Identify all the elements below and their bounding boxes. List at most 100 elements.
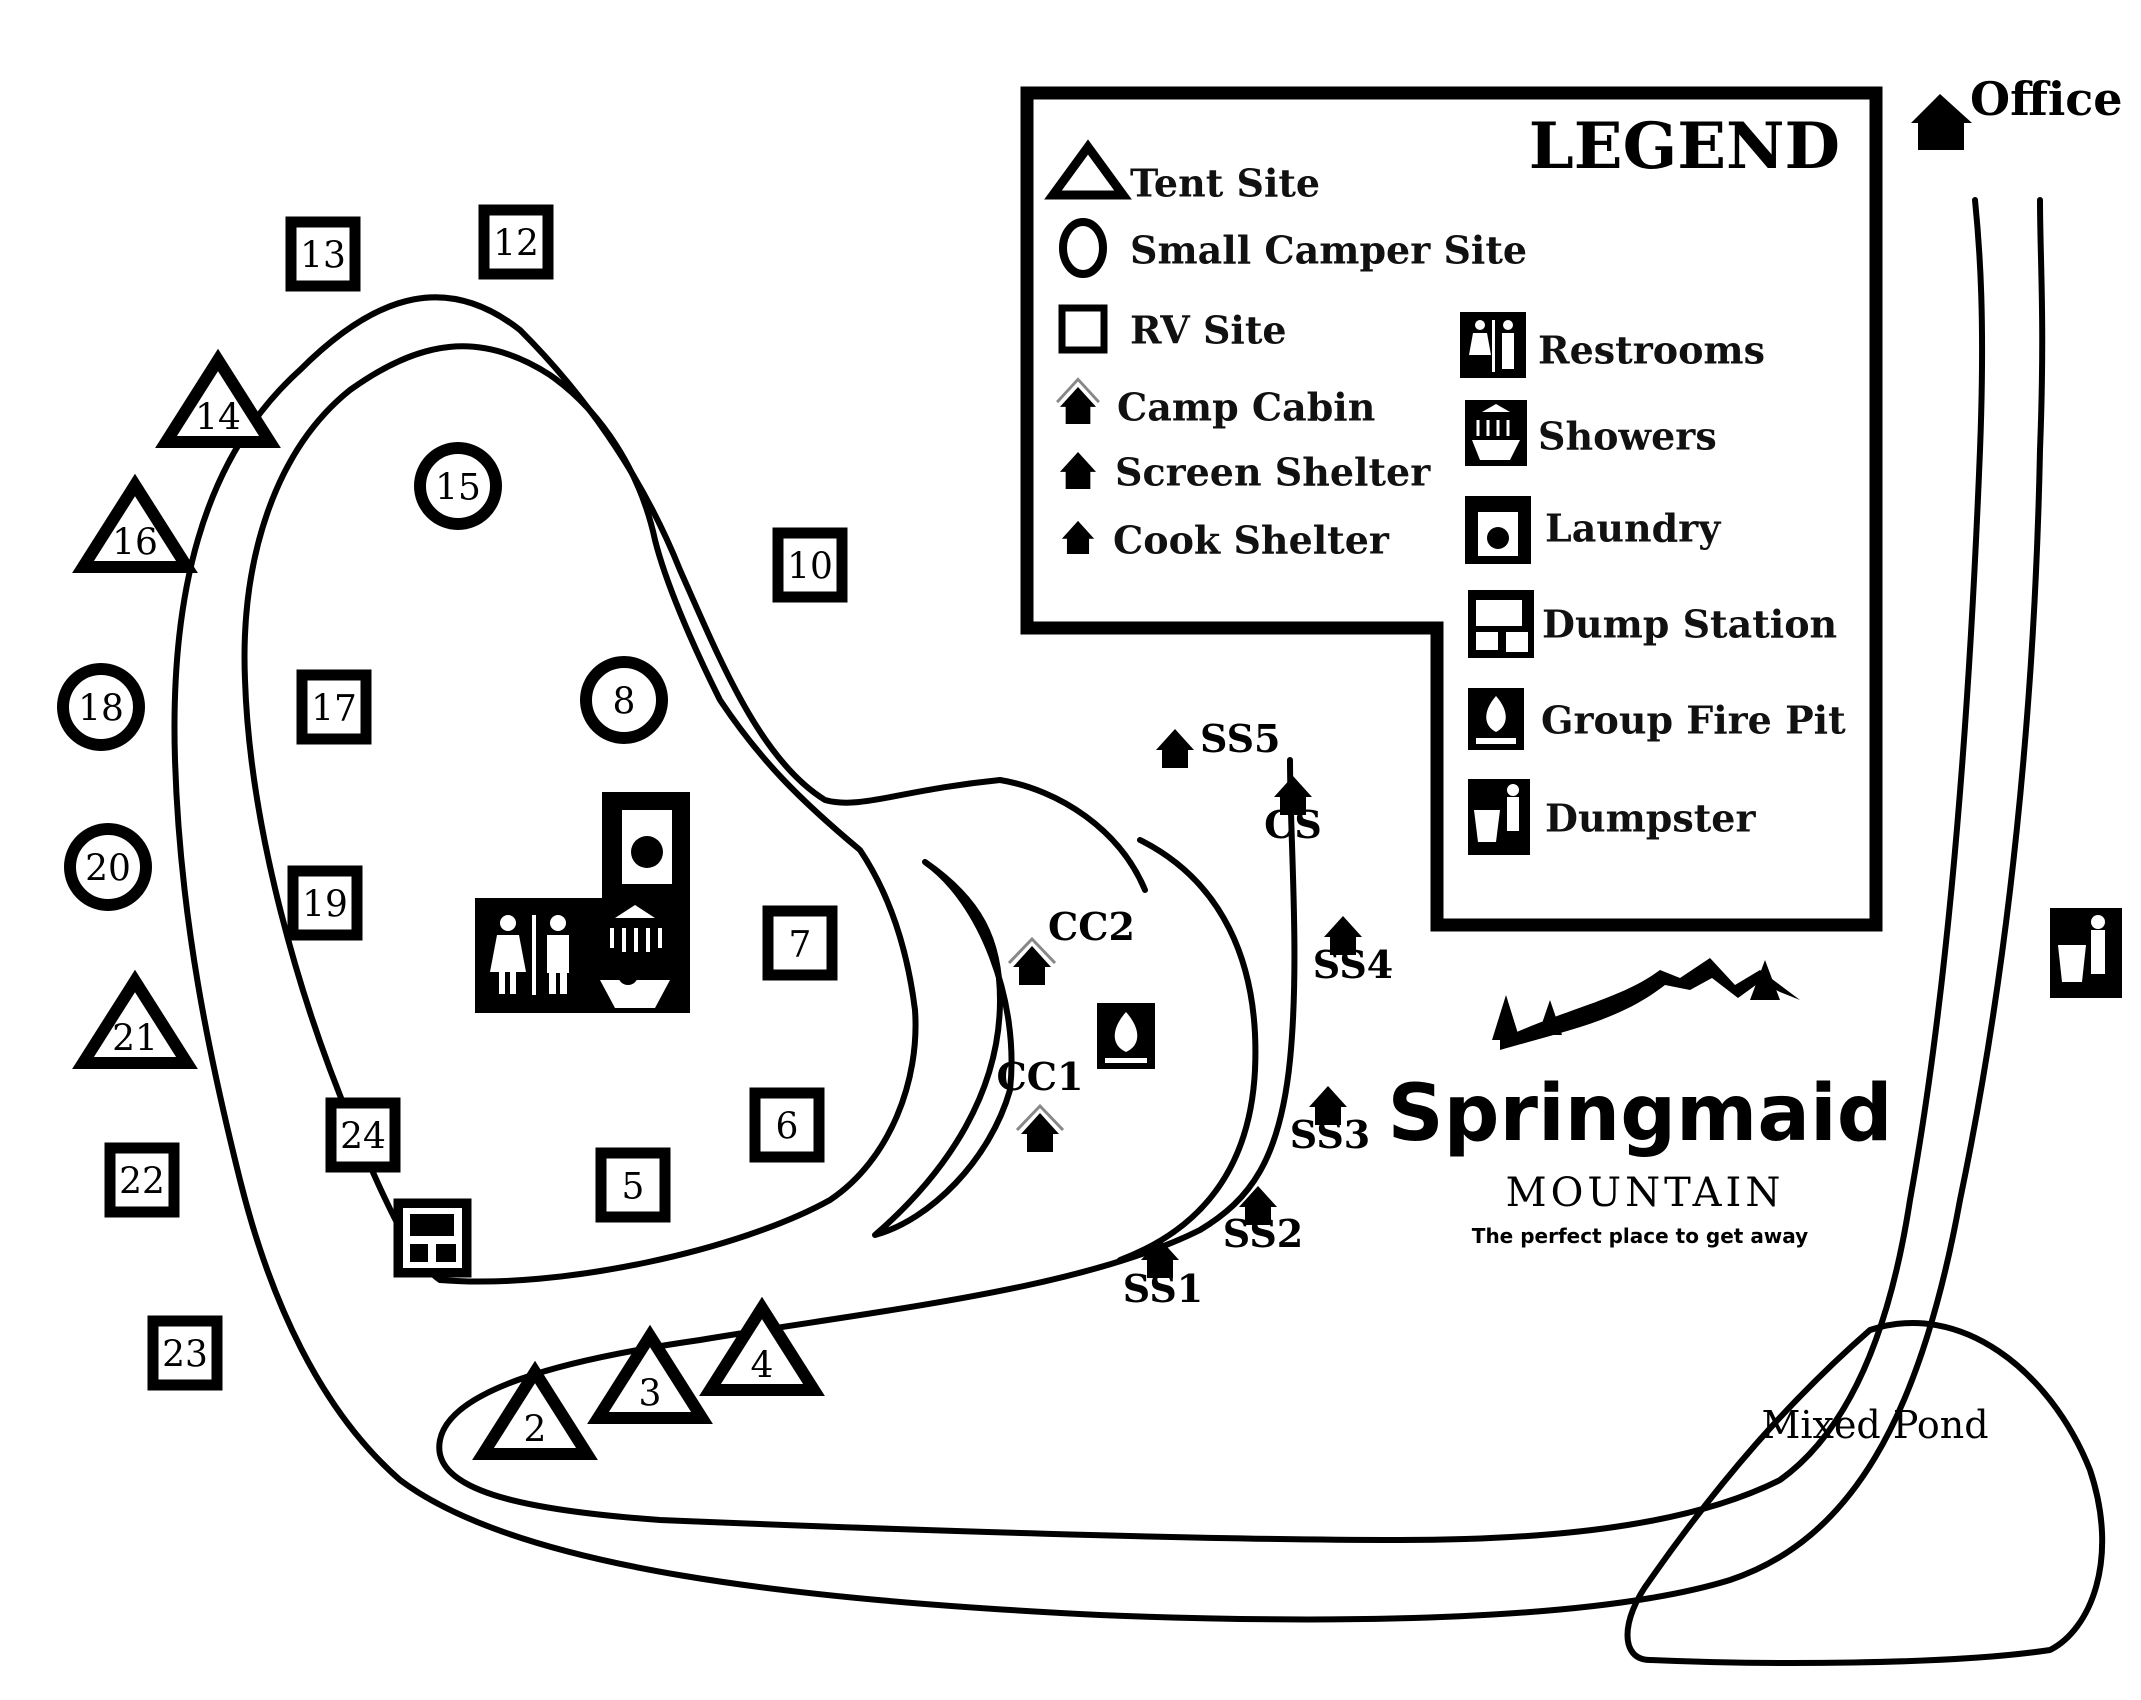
site-10-rv[interactable]: 10 xyxy=(772,527,848,603)
site-8-small-camper[interactable]: 8 xyxy=(580,656,668,744)
site-marker-tent xyxy=(472,1360,598,1460)
site-15-small-camper[interactable]: 15 xyxy=(414,442,502,530)
site-number: 19 xyxy=(302,885,348,926)
shelter-cs[interactable]: CS xyxy=(1264,776,1322,847)
site-number: 10 xyxy=(787,547,833,588)
site-18-small-camper[interactable]: 18 xyxy=(57,663,145,751)
site-16-tent[interactable]: 16 xyxy=(72,473,198,573)
site-number: 12 xyxy=(493,224,539,265)
legend-label-rv: RV Site xyxy=(1130,308,1287,353)
site-6-rv[interactable]: 6 xyxy=(749,1087,825,1163)
screen-shelter-icon xyxy=(1156,729,1194,768)
amenity-building[interactable] xyxy=(475,792,690,1013)
shelter-ss4[interactable]: SS4 xyxy=(1313,916,1394,987)
legend-label-restrooms: Restrooms xyxy=(1538,328,1765,373)
south-road xyxy=(436,197,1986,1543)
site-marker-rv xyxy=(595,1147,671,1223)
shelter-ss5[interactable]: SS5 xyxy=(1156,716,1281,768)
site-4-tent[interactable]: 4 xyxy=(699,1296,825,1396)
tent-site-icon xyxy=(1044,139,1132,200)
shelter-ss3[interactable]: SS3 xyxy=(1290,1086,1371,1157)
site-marker-small-camper xyxy=(580,656,668,744)
shelter-label: SS1 xyxy=(1123,1266,1204,1311)
site-20-small-camper[interactable]: 20 xyxy=(64,823,152,911)
site-number: 20 xyxy=(85,849,131,890)
shelter-ss1[interactable]: SS1 xyxy=(1123,1239,1204,1311)
site-21-tent[interactable]: 21 xyxy=(72,969,198,1069)
laundry-icon xyxy=(1465,496,1531,564)
site-number: 15 xyxy=(435,468,481,509)
site-22-rv[interactable]: 22 xyxy=(104,1142,180,1218)
site-number: 16 xyxy=(112,523,158,564)
site-number: 8 xyxy=(613,682,636,723)
site-marker-rv xyxy=(749,1087,825,1163)
site-3-tent[interactable]: 3 xyxy=(587,1324,713,1424)
laundry-washer-icon xyxy=(631,836,663,868)
site-number: 14 xyxy=(195,398,241,439)
shelter-label: CC2 xyxy=(1048,904,1135,949)
legend-label-dump-station: Dump Station xyxy=(1542,602,1837,647)
brand-name: Springmaid xyxy=(1387,1069,1892,1159)
site-17-rv[interactable]: 17 xyxy=(296,669,372,745)
site-number: 5 xyxy=(622,1167,645,1208)
site-14-tent[interactable]: 14 xyxy=(155,348,281,448)
site-marker-small-camper xyxy=(64,823,152,911)
site-number: 22 xyxy=(119,1162,165,1203)
site-number: 13 xyxy=(300,236,346,277)
site-13-rv[interactable]: 13 xyxy=(285,216,361,292)
site-12-rv[interactable]: 12 xyxy=(478,204,554,280)
legend-label-group-fire-pit: Group Fire Pit xyxy=(1541,698,1846,743)
site-marker-rv xyxy=(325,1097,401,1173)
site-number: 17 xyxy=(311,689,357,730)
site-marker-rv xyxy=(285,216,361,292)
shelter-label: SS2 xyxy=(1223,1211,1304,1256)
site-7-rv[interactable]: 7 xyxy=(762,905,838,981)
legend-label-showers: Showers xyxy=(1538,414,1717,459)
legend-label-laundry: Laundry xyxy=(1545,506,1721,551)
dump-station-icon xyxy=(1468,590,1534,658)
legend-title: LEGEND xyxy=(1529,109,1840,184)
site-number: 24 xyxy=(340,1117,386,1158)
pond-label: Mixed Pond xyxy=(1761,1403,1988,1447)
dumpster-icon xyxy=(1468,779,1530,855)
restroom-figures-icon xyxy=(490,915,569,995)
site-number: 7 xyxy=(789,925,812,966)
site-2-tent[interactable]: 2 xyxy=(472,1360,598,1460)
site-19-rv[interactable]: 19 xyxy=(287,865,363,941)
legend-label-camp-cabin: Camp Cabin xyxy=(1117,385,1375,430)
showers-icon xyxy=(1465,400,1527,466)
legend-label-small-camper: Small Camper Site xyxy=(1130,228,1527,273)
shelter-label: CS xyxy=(1264,802,1322,847)
site-marker-tent xyxy=(699,1296,825,1396)
site-23-rv[interactable]: 23 xyxy=(147,1315,223,1391)
site-marker-tent xyxy=(72,473,198,573)
shelter-ss2[interactable]: SS2 xyxy=(1223,1186,1304,1256)
shelter-label: SS4 xyxy=(1313,942,1394,987)
crescent-inner-road xyxy=(1117,837,1259,1263)
shelter-label: SS3 xyxy=(1290,1112,1371,1157)
site-number: 4 xyxy=(751,1346,774,1387)
site-marker-tent xyxy=(587,1324,713,1424)
site-5-rv[interactable]: 5 xyxy=(595,1147,671,1223)
shower-head-icon xyxy=(600,905,670,1008)
shelter-cc2[interactable]: CC2 xyxy=(1007,904,1135,985)
dumpster-marker[interactable] xyxy=(2050,908,2122,998)
site-24-rv[interactable]: 24 xyxy=(325,1097,401,1173)
mountain-logo-icon xyxy=(1500,958,1800,1050)
group-fire-pit-marker[interactable] xyxy=(1097,1003,1155,1069)
shelter-label: SS5 xyxy=(1200,716,1281,761)
office[interactable]: Office xyxy=(1911,72,2123,150)
dump-station-marker[interactable] xyxy=(393,1198,472,1278)
site-number: 21 xyxy=(112,1019,158,1060)
site-marker-rv xyxy=(478,204,554,280)
brand-tagline: The perfect place to get away xyxy=(1472,1224,1808,1248)
rv-site-icon xyxy=(1058,304,1108,354)
shelter-cc1[interactable]: CC1 xyxy=(997,1054,1084,1152)
site-marker-rv xyxy=(772,527,848,603)
outer-loop-road xyxy=(171,197,2046,1623)
legend-label-screen-shelter: Screen Shelter xyxy=(1115,450,1431,495)
camp-cabin-icon xyxy=(1007,936,1057,985)
